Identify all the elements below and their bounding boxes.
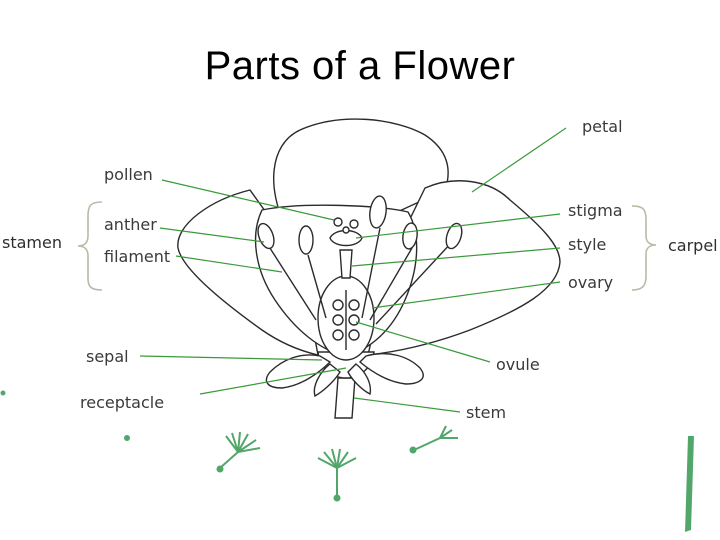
label-style: style xyxy=(568,235,606,254)
label-stamen: stamen xyxy=(2,233,62,252)
page-title: Parts of a Flower xyxy=(204,44,516,88)
grass-blade-icon xyxy=(685,436,694,532)
leader-receptacle xyxy=(199,367,347,395)
label-ovule: ovule xyxy=(496,355,540,374)
leader-ovule xyxy=(355,321,491,363)
leader-sepal xyxy=(139,355,323,361)
label-sepal: sepal xyxy=(86,347,129,366)
dandelion-seed-icon xyxy=(409,425,458,454)
leader-style xyxy=(351,247,561,267)
label-carpel: carpel xyxy=(668,236,718,255)
leader-pollen xyxy=(161,179,335,221)
dandelion-seed-icon xyxy=(317,448,357,502)
dandelion-seed-icon xyxy=(216,431,261,473)
label-anther: anther xyxy=(104,215,157,234)
dandelion-decoration xyxy=(0,390,694,532)
label-receptacle: receptacle xyxy=(80,393,164,412)
leader-stem xyxy=(353,397,461,413)
label-petal: petal xyxy=(582,117,623,136)
stamen-brace xyxy=(77,201,103,291)
label-ovary: ovary xyxy=(568,273,613,292)
leader-petal xyxy=(471,127,567,193)
label-filament: filament xyxy=(104,247,170,266)
label-stem: stem xyxy=(466,403,506,422)
leader-filament xyxy=(175,255,283,273)
leader-lines xyxy=(139,127,567,413)
carpel-brace xyxy=(631,205,657,291)
leader-stigma xyxy=(355,213,561,239)
leader-anther xyxy=(159,227,265,243)
label-pollen: pollen xyxy=(104,165,153,184)
label-stigma: stigma xyxy=(568,201,623,220)
leader-ovary xyxy=(371,281,561,309)
